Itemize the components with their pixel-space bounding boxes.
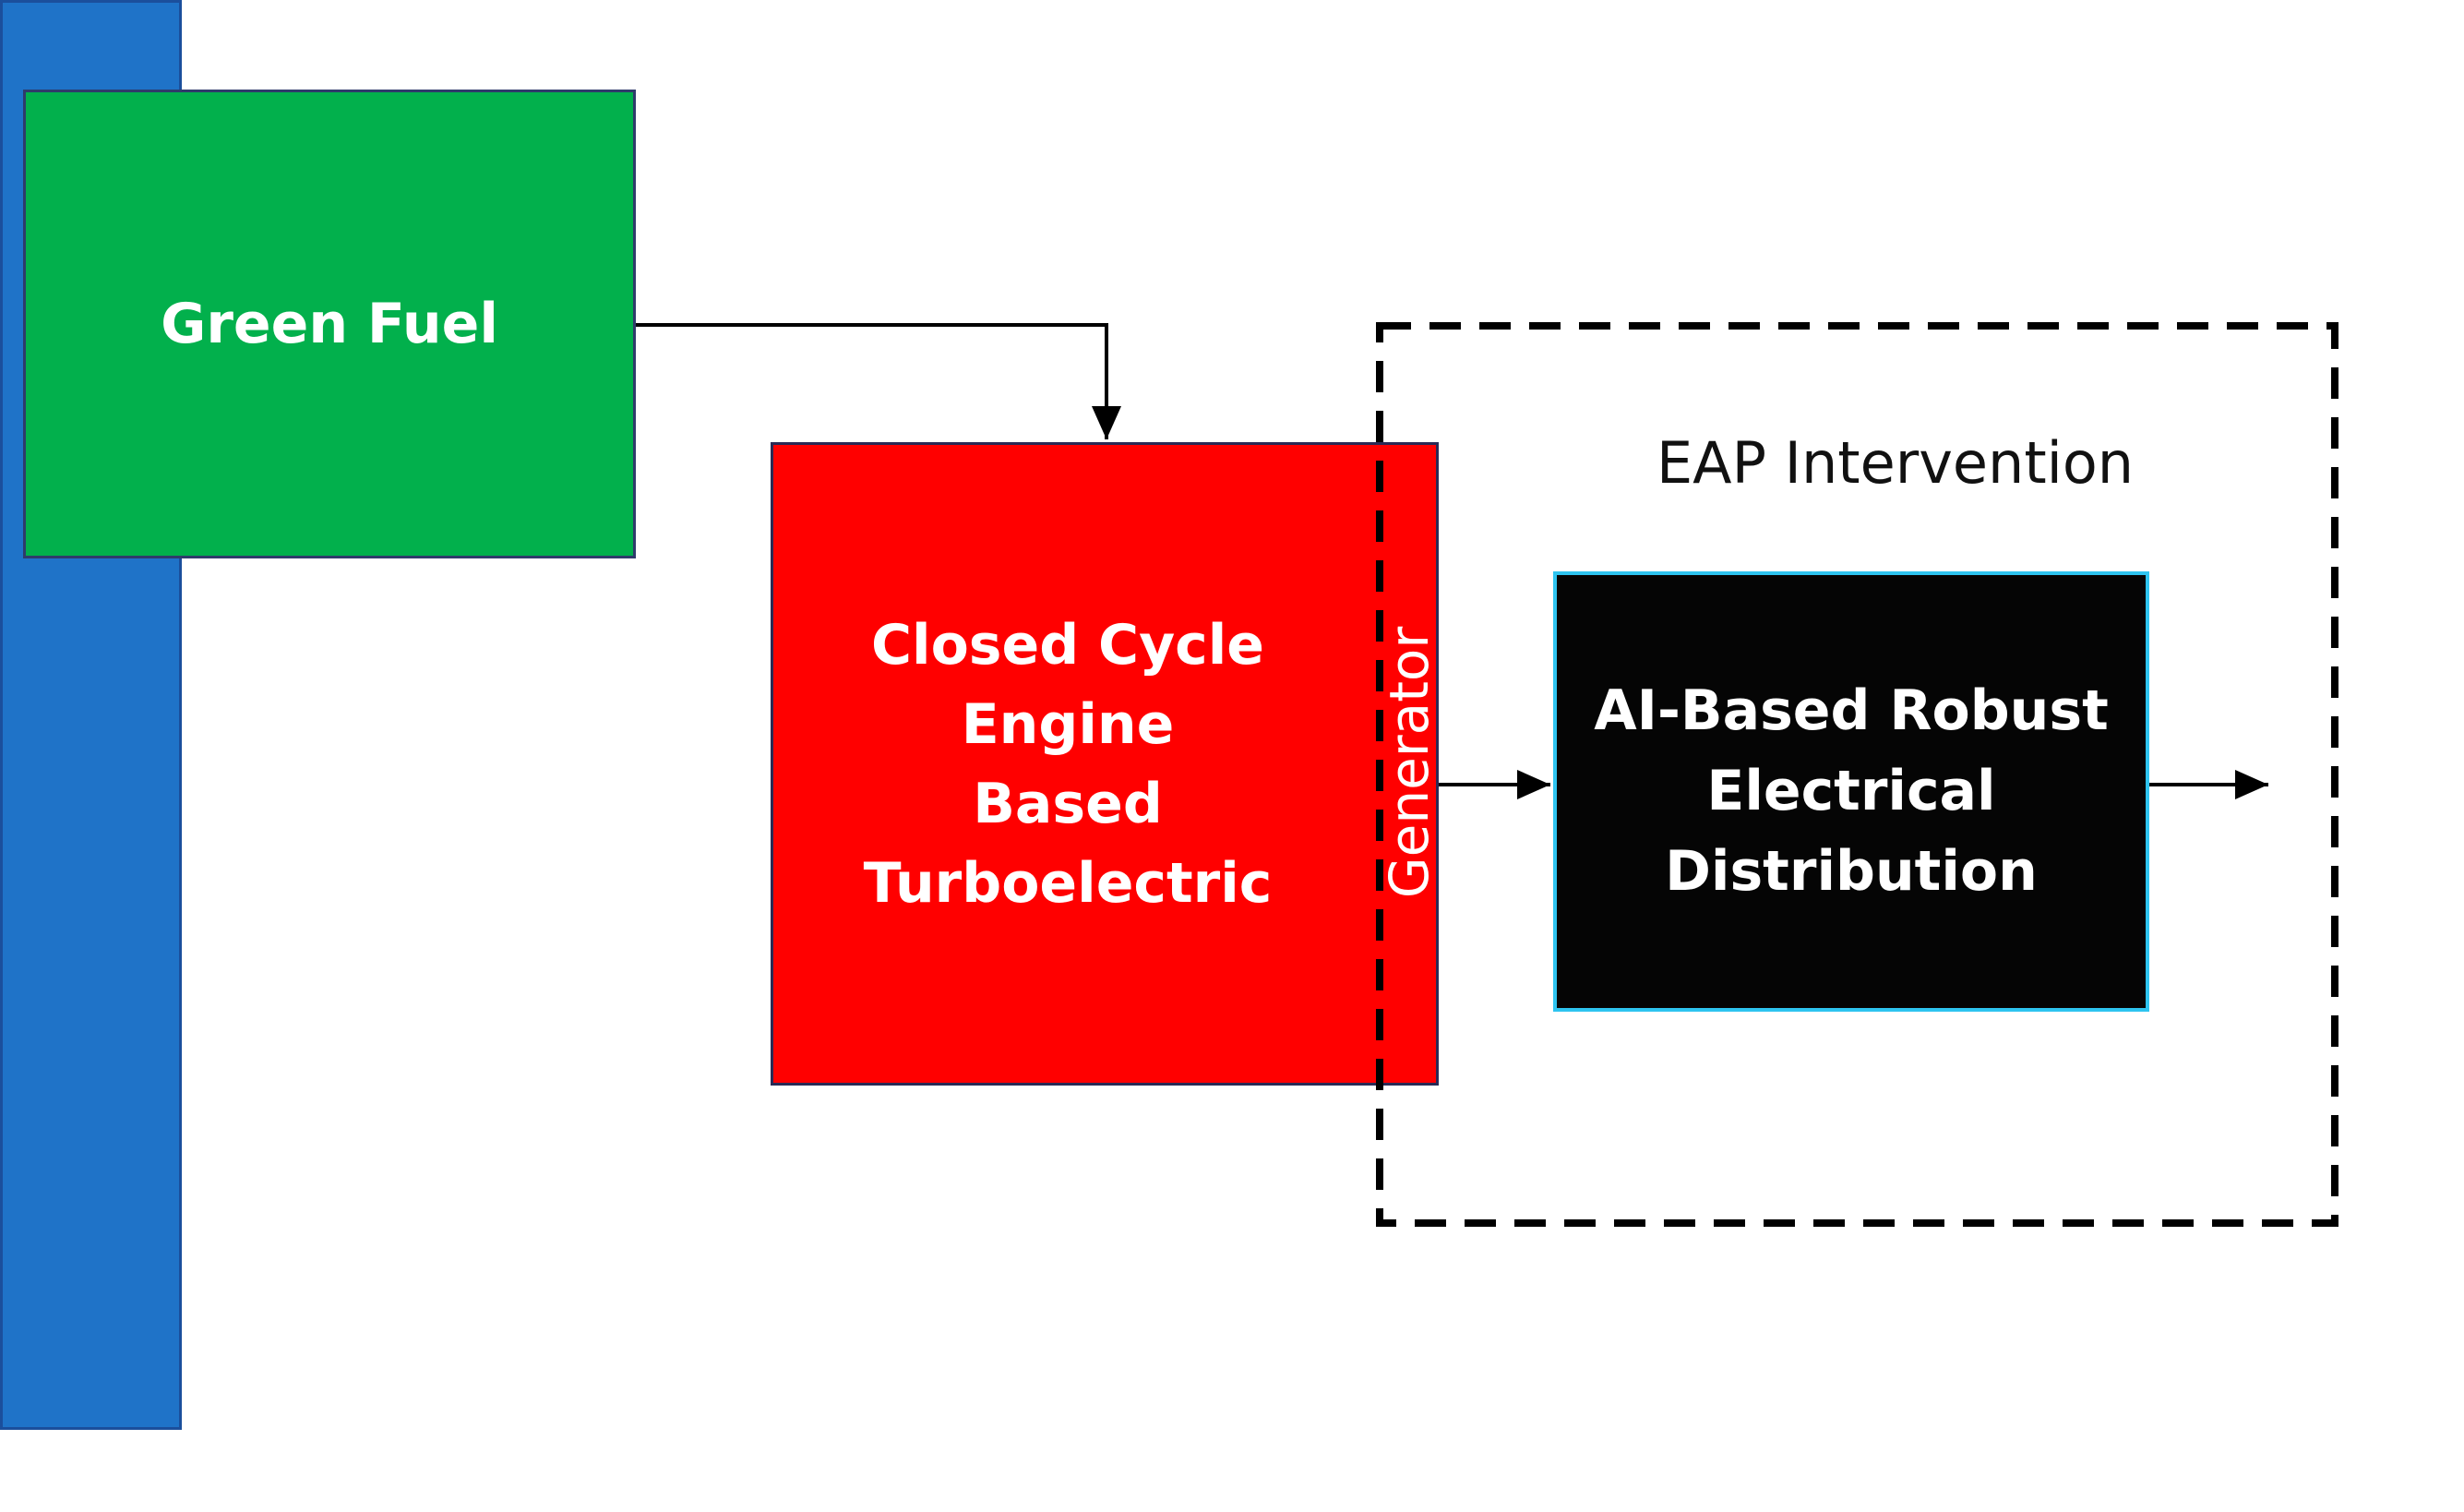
engine-label-line2: Based Turboelectric: [863, 771, 1273, 916]
ai-distribution-block: AI-Based Robust Electrical Distribution: [1553, 571, 2149, 1012]
generator-label: Generator: [1378, 626, 1441, 899]
fuel-to-engine-arrow: [636, 323, 1121, 439]
ai-label-line1: AI-Based Robust: [1594, 678, 2109, 743]
eap-intervention-label: EAP Intervention: [1657, 429, 2135, 497]
green-fuel-block: Green Fuel: [23, 90, 636, 558]
propulsor-network-label: Distributed Electrically Driven Propulso…: [2346, 0, 2410, 1512]
ai-label-line3: Distribution: [1665, 839, 2038, 904]
ai-label-line2: Electrical: [1706, 759, 1996, 823]
engine-label-line1: Closed Cycle Engine: [870, 612, 1265, 757]
green-fuel-label: Green Fuel: [161, 292, 498, 356]
motors-drives-label: Electric Motors and Drives: [2267, 414, 2329, 1119]
turboelectric-engine-block: Closed Cycle Engine Based Turboelectric: [771, 442, 1439, 1086]
